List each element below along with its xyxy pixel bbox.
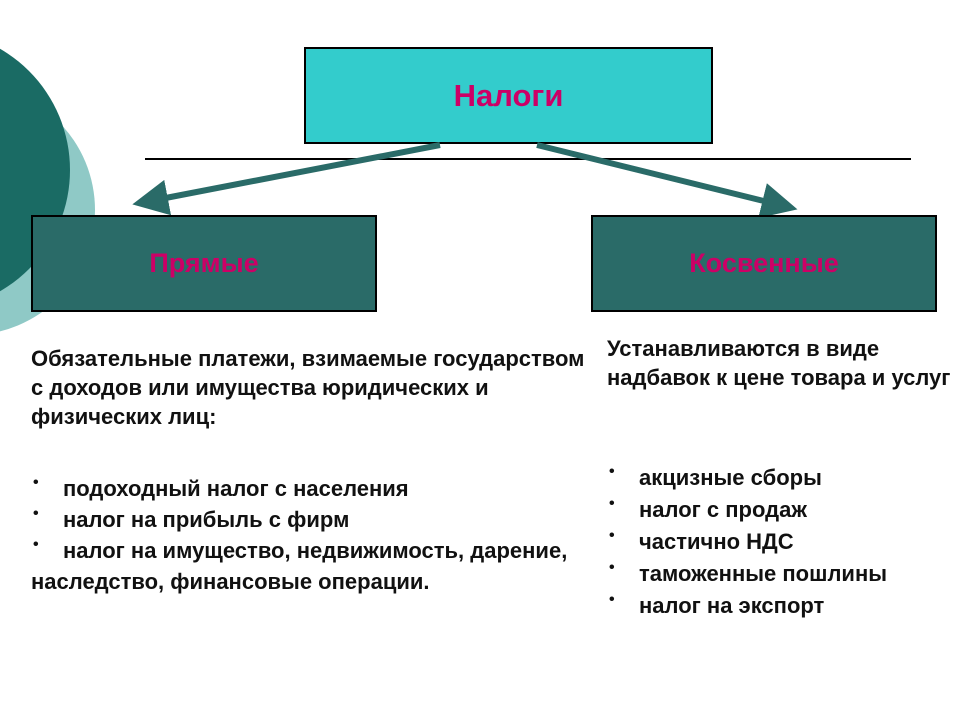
bullet-icon: • bbox=[33, 505, 39, 522]
list-item: • таможенные пошлины bbox=[607, 558, 957, 590]
horizontal-divider bbox=[145, 158, 911, 160]
direct-taxes-box: Прямые bbox=[31, 215, 377, 312]
bullet-icon: • bbox=[609, 591, 615, 608]
bullet-icon: • bbox=[33, 536, 39, 553]
indirect-taxes-list: • акцизные сборы • налог с продаж • част… bbox=[607, 462, 957, 622]
list-item: • налог на экспорт bbox=[607, 590, 957, 622]
list-item: • подоходный налог с населения bbox=[31, 473, 591, 504]
taxes-root-box: Налоги bbox=[304, 47, 713, 144]
direct-taxes-list: • подоходный налог с населения • налог н… bbox=[31, 473, 591, 597]
bullet-icon: • bbox=[33, 474, 39, 491]
indirect-taxes-label: Косвенные bbox=[689, 248, 839, 278]
bullet-icon: • bbox=[609, 463, 615, 480]
arrow-to-direct bbox=[132, 142, 441, 216]
taxes-root-label: Налоги bbox=[453, 77, 564, 113]
direct-taxes-label: Прямые bbox=[149, 248, 259, 278]
list-item: • налог на имущество, недвижимость, даре… bbox=[31, 535, 591, 597]
indirect-taxes-description: Устанавливаются в виде надбавок к цене т… bbox=[607, 336, 951, 390]
bullet-icon: • bbox=[609, 527, 615, 544]
list-item: • налог с продаж bbox=[607, 494, 957, 526]
list-item: • налог на прибыль с фирм bbox=[31, 504, 591, 535]
direct-taxes-description: Обязательные платежи, взимаемые государс… bbox=[31, 346, 585, 429]
list-item: • акцизные сборы bbox=[607, 462, 957, 494]
bullet-icon: • bbox=[609, 559, 615, 576]
arrow-to-indirect bbox=[536, 142, 798, 219]
list-item: • частично НДС bbox=[607, 526, 957, 558]
bullet-icon: • bbox=[609, 495, 615, 512]
indirect-taxes-box: Косвенные bbox=[591, 215, 937, 312]
